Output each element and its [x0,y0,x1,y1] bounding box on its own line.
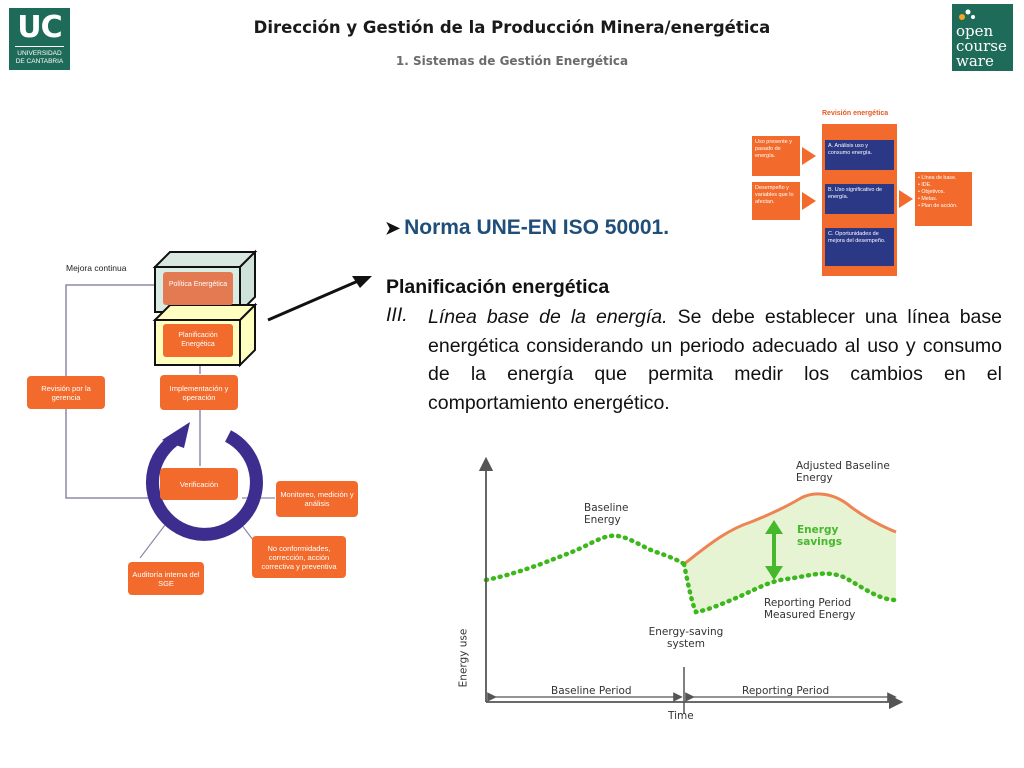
measured-energy-line [681,561,899,615]
energy-saving-system-label: Energy-saving system [648,626,724,650]
baseline-energy-chart: Energy use Baseline Energy Adjusted Base… [456,452,906,726]
baseline-period-label: Baseline Period [551,685,632,697]
savings-area [684,493,896,612]
uc-logo: UC UNIVERSIDAD DE CANTABRIA [9,8,70,70]
revision-output-item: • Línea de base. [918,175,957,181]
uc-logo-line1: UNIVERSIDAD [17,50,62,57]
revision-gerencia-box: Revisión por la gerencia [27,376,105,409]
page-title: Dirección y Gestión de la Producción Min… [253,18,771,37]
body-rest: Se debe establecer una línea base energé… [428,306,1002,414]
revision-arrow-right-icon [899,190,913,208]
y-axis-label: Energy use [457,628,470,688]
no-conformidades-box: No conformidades, corrección, acción cor… [252,536,346,578]
ocw-word-open: open [956,22,994,40]
page-subtitle: 1. Sistemas de Gestión Energética [395,54,629,68]
adjusted-baseline-line [683,492,897,566]
baseline-energy-line [483,533,687,583]
revision-step-a: A. Análisis uso y consumo energía. [825,140,894,170]
revision-energetica-diagram: Revisión energética Uso presente y pasad… [750,106,975,276]
revision-output-item: • Objetivos. [918,189,945,195]
revision-arrow-right-icon [802,192,816,210]
ocw-word-course: course [956,37,1007,55]
monitoreo-box: Monitoreo, medición y análisis [276,481,358,517]
ocw-dots-icon [959,9,975,20]
revision-arrow-right-icon [802,147,816,165]
cycle-connectors [65,249,372,559]
norma-text: Norma UNE-EN ISO 50001. [404,216,670,239]
revision-outputs: • Línea de base. • IDE. • Objetivos. • M… [915,172,972,226]
ocw-word-ware: ware [956,52,994,70]
body-italic-term: Línea base de la energía. [428,306,668,328]
energy-chart-graphic [478,456,904,714]
section-heading: Planificación energética [386,276,610,298]
verificacion-box: Verificación [160,468,238,500]
x-axis-label: Time [668,710,694,722]
baseline-energy-label: Baseline Energy [584,502,629,526]
energy-savings-label: Energy savings [797,524,843,548]
uc-logo-line2: DE CANTABRIA [15,58,64,65]
sge-cycle-diagram: Mejora continua Política Energética Plan… [0,240,380,620]
uc-logo-divider [15,46,64,47]
planificacion-label: Planificación Energética [178,332,218,348]
mejora-continua-label: Mejora continua [66,263,127,273]
revision-step-c: C. Oportunidades de mejora del desempeño… [825,228,894,266]
body-paragraph: Línea base de la energía. Se debe establ… [428,303,1002,417]
revision-input-desempeno: Desempeño y variables que lo afectan. [752,182,800,220]
revision-output-item: • IDE. [918,182,932,188]
reporting-period-label: Reporting Period [742,685,830,697]
cycle-arrowhead-icon [162,422,190,448]
revision-title: Revisión energética [822,110,889,117]
pointer-arrowhead-icon [352,276,372,288]
revision-output-item: • Plan de acción. [918,203,958,209]
politica-label: Política Energética [168,281,228,288]
adjusted-baseline-label: Adjusted Baseline Energy [796,460,890,484]
revision-input-uso: Uso presente y pasado de energía. [752,136,800,176]
auditoria-box: Auditoría interna del SGE [128,562,204,595]
norma-heading: ➤Norma UNE-EN ISO 50001. [385,216,669,240]
measured-energy-label: Reporting Period Measured Energy [764,597,856,621]
uc-logo-mark: UC [17,10,62,45]
opencourseware-logo: open course ware [952,4,1013,71]
arrow-bullet-icon: ➤ [385,218,401,238]
roman-numeral: III. [386,304,408,326]
revision-output-item: • Metas. [918,196,938,202]
implementacion-box: Implementación y operación [160,375,238,410]
revision-step-b: B. Uso significativo de energía. [825,184,894,214]
